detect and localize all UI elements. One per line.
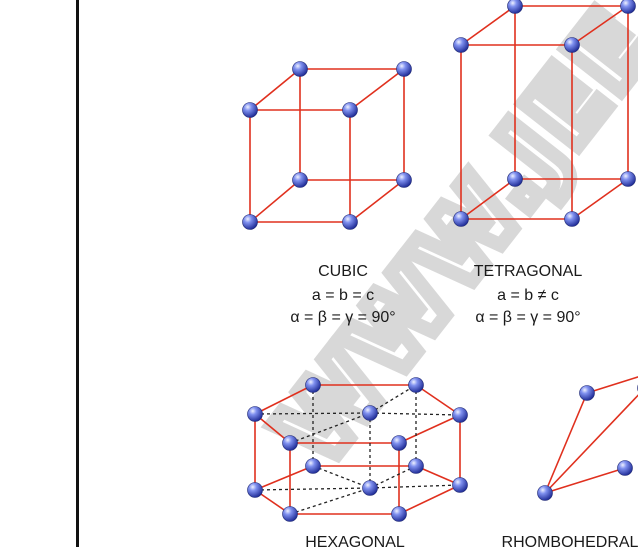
atom-sphere: [564, 211, 580, 227]
hidden-edge: [369, 484, 461, 489]
hidden-edge: [312, 465, 371, 489]
cell-edge: [349, 179, 405, 223]
atom-sphere: [362, 480, 378, 496]
cell-edge: [460, 178, 516, 220]
atom-sphere: [620, 171, 636, 187]
atom-sphere: [617, 460, 633, 476]
atom-sphere: [305, 458, 321, 474]
atom-sphere: [620, 0, 636, 14]
atom-sphere: [242, 214, 258, 230]
cell-edge: [460, 5, 516, 46]
cell-edge: [349, 68, 405, 111]
cell-edge: [415, 384, 461, 416]
cubic-unit-cell: [242, 61, 412, 230]
atom-sphere: [564, 37, 580, 53]
atom-sphere: [247, 482, 263, 498]
cell-edge: [544, 392, 588, 494]
atom-sphere: [452, 477, 468, 493]
hidden-edge: [369, 384, 417, 414]
atom-sphere: [453, 37, 469, 53]
cell-edge: [398, 414, 461, 444]
tetragonal-unit-cell: [453, 0, 636, 227]
hidden-edge: [254, 412, 371, 415]
page-margin-rule: [76, 0, 79, 547]
hidden-edge: [369, 465, 417, 489]
cell-edge: [249, 68, 301, 111]
atom-sphere: [507, 0, 523, 14]
rhombohedral-unit-cell: [537, 376, 638, 501]
atom-sphere: [408, 377, 424, 393]
atom-sphere: [452, 407, 468, 423]
cell-edge: [586, 376, 638, 394]
atom-sphere: [282, 506, 298, 522]
atom-sphere: [342, 102, 358, 118]
cell-edge: [571, 5, 629, 46]
atom-sphere: [537, 485, 553, 501]
cell-edge: [254, 465, 314, 491]
atom-sphere: [242, 102, 258, 118]
cell-edge: [571, 178, 629, 220]
hexagonal-unit-cell: [247, 377, 468, 522]
atom-sphere: [391, 506, 407, 522]
watermark-text: WWW.JEE: [255, 0, 638, 484]
atom-sphere: [292, 172, 308, 188]
hidden-edge: [289, 487, 371, 515]
atom-sphere: [579, 385, 595, 401]
atom-sphere: [453, 211, 469, 227]
atom-sphere: [305, 377, 321, 393]
atom-sphere: [408, 458, 424, 474]
cubic-axes: a = b = c: [312, 287, 374, 304]
atom-sphere: [391, 435, 407, 451]
cell-edge: [544, 394, 638, 494]
atom-sphere: [247, 406, 263, 422]
atom-sphere: [507, 171, 523, 187]
atom-sphere: [292, 61, 308, 77]
tetragonal-axes: a = b ≠ c: [497, 287, 559, 304]
tetragonal-angles: α = β = γ = 90°: [475, 309, 580, 326]
tetragonal-name: TETRAGONAL: [474, 263, 583, 280]
hexagonal-name: HEXAGONAL: [305, 534, 405, 547]
cell-edge: [254, 384, 314, 415]
rhombohedral-name: RHOMBOHEDRAL: [502, 534, 638, 547]
atom-sphere: [362, 405, 378, 421]
hidden-edge: [254, 487, 371, 491]
atom-sphere: [396, 61, 412, 77]
hidden-edge: [289, 412, 371, 444]
atom-sphere: [396, 172, 412, 188]
cell-edge: [398, 484, 461, 515]
cubic-name: CUBIC: [318, 263, 368, 280]
atom-sphere: [342, 214, 358, 230]
cubic-angles: α = β = γ = 90°: [290, 309, 395, 326]
atom-sphere: [282, 435, 298, 451]
cell-edge: [249, 179, 301, 223]
cell-edge: [544, 467, 626, 494]
cell-edge: [415, 465, 461, 486]
